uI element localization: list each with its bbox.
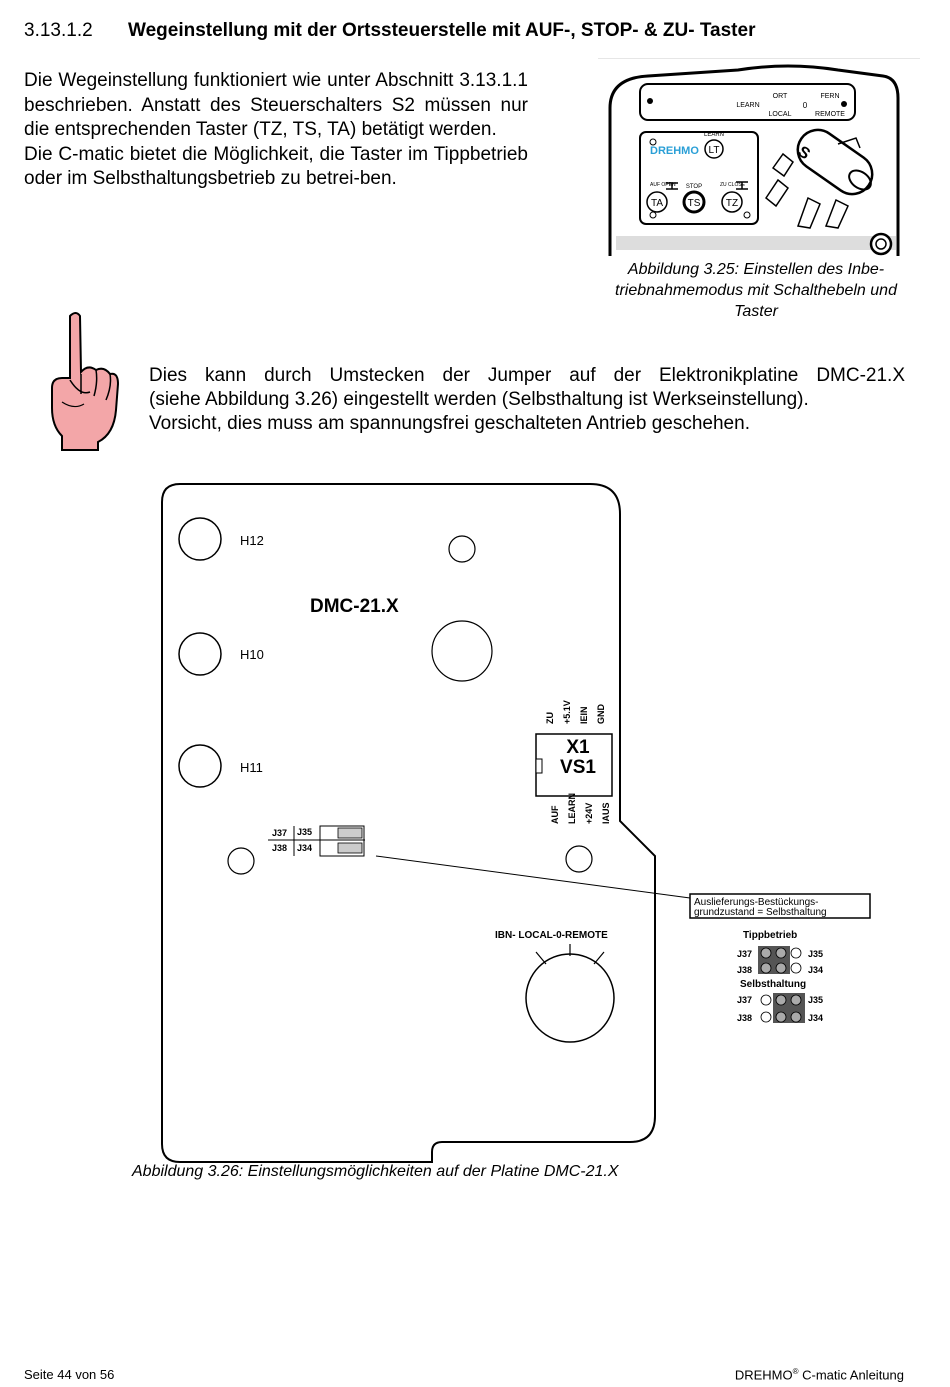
label-zu: ZU CLOSE	[720, 182, 746, 188]
tipp-label-j35: J35	[808, 949, 823, 959]
pointing-hand-icon	[51, 312, 120, 451]
figure-3-25-caption: Abbildung 3.25: Einstellen des Inbe-trie…	[615, 261, 897, 320]
label-ts: TS	[688, 198, 701, 209]
pin-learn: LEARN	[567, 793, 577, 824]
footer-title-rest: C-matic Anleitung	[798, 1367, 904, 1383]
label-auf: AUF OPEN	[650, 182, 676, 188]
label-vs1: VS1	[560, 757, 596, 778]
tipp-label-j37: J37	[737, 949, 752, 959]
pin-iein: IEIN	[579, 706, 589, 724]
learn-button	[704, 139, 724, 159]
tipp-label-j38: J38	[737, 965, 752, 975]
intro-paragraph-1: Die Wegeinstellung funktioniert wie unte…	[24, 70, 528, 140]
board-label-j38: J38	[272, 843, 287, 853]
control-panel-figure: LEARN ORT LOCAL 0 FERN REMOTE DREHMO LEA…	[598, 58, 920, 256]
label-selbsthaltung: Selbsthaltung	[740, 979, 806, 990]
section-title: Wegeinstellung mit der Ortssteuerstelle …	[128, 20, 756, 41]
selbst-label-j35: J35	[808, 995, 823, 1005]
board-outline	[161, 483, 656, 1163]
label-h12: H12	[240, 533, 264, 548]
note-line-3: Vorsicht, dies muss am spannungsfrei ges…	[149, 413, 750, 434]
note-line-1: Dies kann durch Umstecken der Jumper auf…	[149, 365, 905, 386]
label-zero: 0	[803, 101, 808, 110]
label-learn-button: LEARN	[704, 132, 724, 138]
tipp-label-j34: J34	[808, 965, 823, 975]
label-remote: REMOTE	[815, 111, 845, 118]
registered-mark: ®	[792, 1367, 799, 1376]
label-fern: FERN	[820, 93, 839, 100]
open-button	[646, 191, 668, 213]
board-name: DMC-21.X	[310, 596, 399, 617]
page-number: Seite 44 von 56	[24, 1367, 115, 1382]
section-number: 3.13.1.2	[24, 20, 93, 41]
pin-auf: AUF	[550, 805, 560, 824]
label-stop: STOP	[686, 184, 702, 190]
led-h11	[178, 744, 222, 788]
circuit-board-figure: H12 H10 H11 DMC-21.X ZU +5.1V IEIN GND X…	[161, 483, 871, 1163]
pin-24v: +24V	[584, 803, 594, 824]
brand-drehmo: DREHMO	[650, 145, 699, 157]
selector-lever	[796, 128, 874, 196]
callout-box	[689, 893, 871, 919]
label-local: LOCAL	[769, 111, 792, 118]
selbst-label-j34: J34	[808, 1013, 823, 1023]
label-lt: LT	[709, 145, 720, 156]
note-line-2: (siehe Abbildung 3.26) eingestellt werde…	[149, 389, 809, 410]
selector-label: IBN- LOCAL-0-REMOTE	[495, 930, 608, 941]
document-title: DREHMO® C-matic Anleitung	[735, 1367, 904, 1382]
callout-line-1: Auslieferungs-Bestückungs-	[694, 897, 819, 908]
screw-icon	[869, 232, 893, 256]
label-tippbetrieb: Tippbetrieb	[743, 930, 797, 941]
led-h12	[178, 517, 222, 561]
label-learn: LEARN	[736, 102, 759, 109]
led-h10	[178, 632, 222, 676]
label-tz: TZ	[726, 198, 738, 209]
callout-line-2: grundzustand = Selbsthaltung	[694, 907, 827, 918]
selbst-label-j37: J37	[737, 995, 752, 1005]
board-label-j34: J34	[297, 843, 312, 853]
intro-text: Die Wegeinstellung funktioniert wie unte…	[24, 69, 528, 192]
board-label-j35: J35	[297, 827, 312, 837]
note-text: Dies kann durch Umstecken der Jumper auf…	[149, 364, 905, 436]
close-button	[721, 191, 743, 213]
figure-3-26-caption: Abbildung 3.26: Einstellungsmöglichkeite…	[132, 1163, 619, 1180]
pin-iaus: IAUS	[601, 802, 611, 824]
intro-paragraph-2: Die C-matic bietet die Möglichkeit, die …	[24, 143, 528, 190]
board-label-j37: J37	[272, 828, 287, 838]
pin-gnd: GND	[596, 704, 606, 725]
section-heading: 3.13.1.2 Wegeinstellung mit der Ortssteue…	[24, 20, 755, 42]
selector-switch	[525, 953, 615, 1043]
footer-brand: DREHMO	[734, 1367, 793, 1383]
label-h10: H10	[240, 647, 264, 662]
label-ort: ORT	[773, 93, 788, 100]
pin-zu: ZU	[545, 712, 555, 724]
label-ta: TA	[651, 198, 663, 209]
pin-5v: +5.1V	[562, 700, 572, 724]
stop-button	[682, 190, 706, 214]
label-x1: X1	[566, 737, 590, 758]
label-h11: H11	[240, 760, 263, 775]
selbst-label-j38: J38	[737, 1013, 752, 1023]
